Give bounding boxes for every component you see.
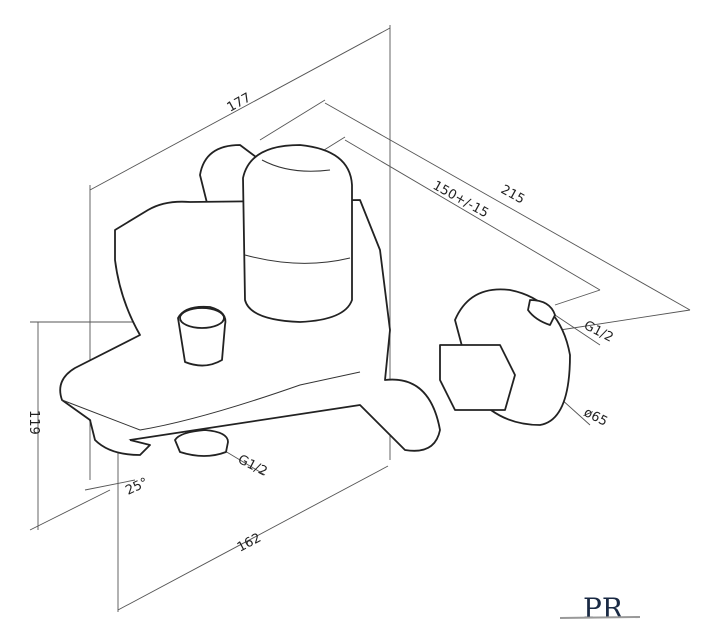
faucet-body [59, 144, 571, 457]
label-25deg: 25° [123, 475, 150, 498]
label-177: 177 [225, 90, 254, 115]
label-flange-diameter: ø65 [581, 405, 610, 429]
brand-logo: PR [559, 592, 641, 625]
label-g12-outlet: G1/2 [235, 452, 269, 479]
dim-line-177 [89, 27, 391, 191]
dim-line-215 [324, 102, 691, 311]
dim-line-150 [344, 139, 601, 291]
label-119: 119 [26, 410, 41, 435]
label-150: 150+/-15 [430, 178, 491, 221]
dim-line-162 [117, 465, 389, 611]
dim-line-25deg [84, 479, 136, 491]
logo-text: PR [583, 592, 624, 625]
